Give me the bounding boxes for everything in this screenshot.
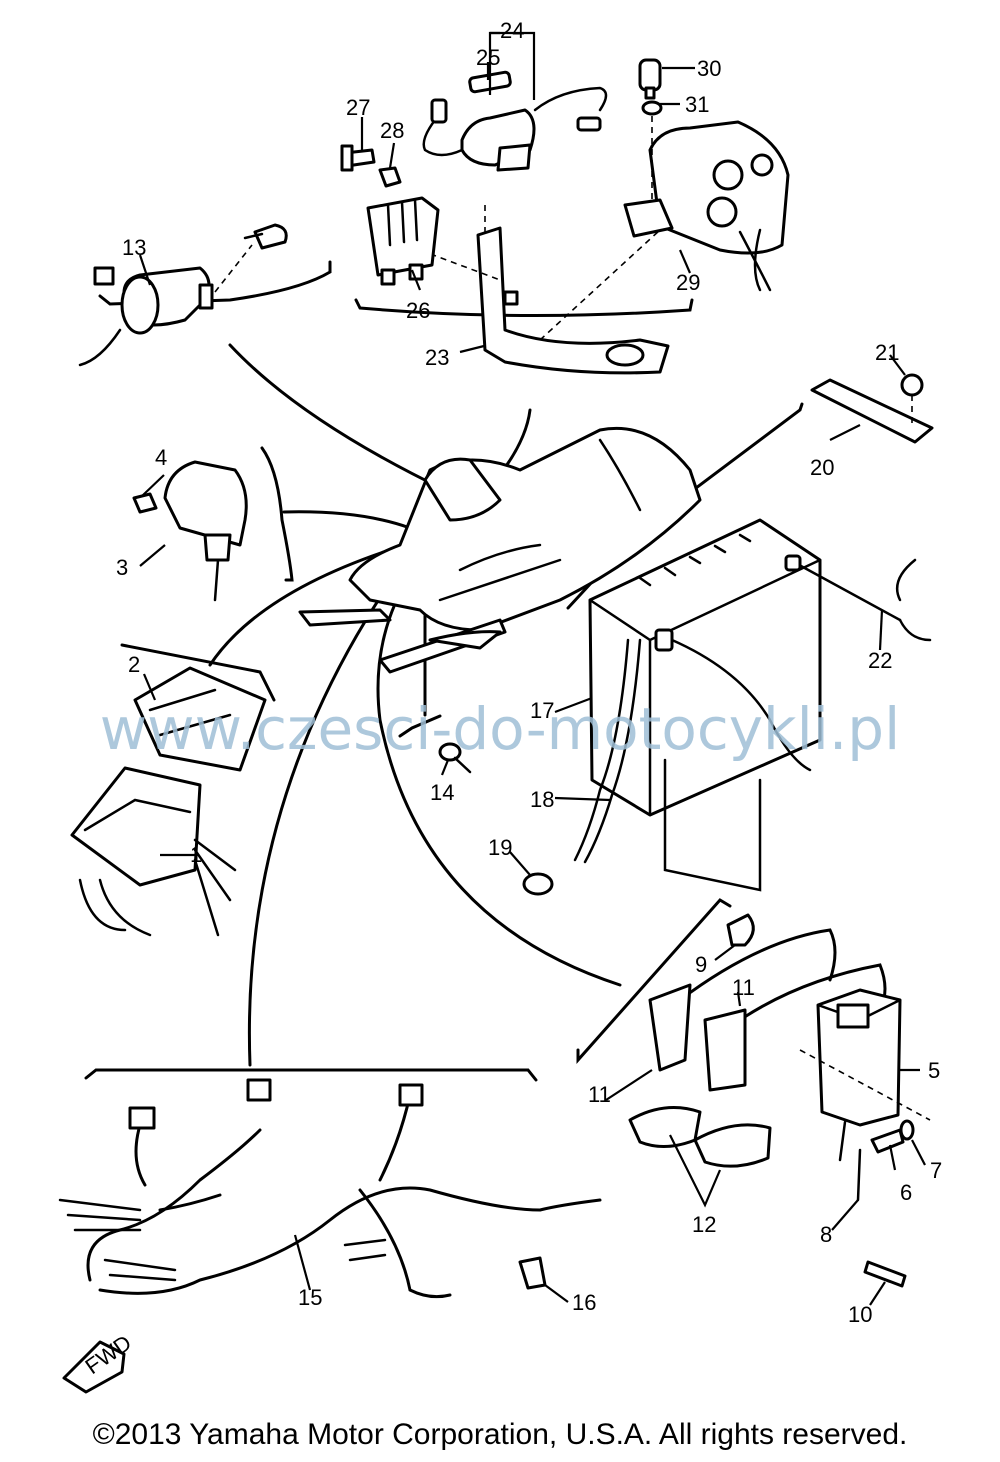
callout-numbers: 1 2 3 4 5 6 7 8 9 10 11 11 12 13 14 15 1… bbox=[116, 18, 942, 1327]
part-fuse-holder bbox=[422, 70, 608, 172]
callout-31: 31 bbox=[685, 92, 709, 117]
callout-2: 2 bbox=[128, 652, 140, 677]
callout-8: 8 bbox=[820, 1222, 832, 1247]
callout-30: 30 bbox=[697, 56, 721, 81]
callout-14: 14 bbox=[430, 780, 454, 805]
copyright-notice: ©2013 Yamaha Motor Corporation, U.S.A. A… bbox=[92, 1418, 908, 1451]
callout-7: 7 bbox=[930, 1158, 942, 1183]
part-starter-relay bbox=[623, 58, 790, 292]
part-battery bbox=[522, 518, 932, 896]
callout-17: 17 bbox=[530, 698, 554, 723]
watermark: www.czesci-do-motocykli.pl bbox=[99, 695, 901, 763]
callout-21: 21 bbox=[875, 340, 899, 365]
part-rectifier bbox=[366, 196, 440, 286]
callout-16: 16 bbox=[572, 1290, 596, 1315]
part-main-switch bbox=[78, 223, 288, 367]
callout-25: 25 bbox=[476, 45, 500, 70]
part-bolt-27-28 bbox=[340, 144, 402, 188]
callout-11b: 11 bbox=[588, 1082, 611, 1107]
callout-4: 4 bbox=[155, 445, 167, 470]
part-electrical-bracket bbox=[419, 205, 670, 375]
callout-10: 10 bbox=[848, 1302, 872, 1327]
callout-28: 28 bbox=[380, 118, 404, 143]
part-plug-caps bbox=[628, 913, 887, 1168]
fwd-arrow: FWD bbox=[62, 1330, 136, 1394]
callout-5: 5 bbox=[928, 1058, 940, 1083]
part-wire-harness bbox=[58, 1078, 602, 1299]
callout-11a: 11 bbox=[732, 975, 755, 1000]
callout-18: 18 bbox=[530, 787, 554, 812]
callout-29: 29 bbox=[676, 270, 700, 295]
callout-15: 15 bbox=[298, 1285, 322, 1310]
callout-19: 19 bbox=[488, 835, 512, 860]
callout-3: 3 bbox=[116, 555, 128, 580]
part-regulator bbox=[132, 460, 248, 602]
callout-24: 24 bbox=[500, 18, 524, 43]
snowmobile bbox=[298, 426, 702, 674]
callout-12: 12 bbox=[692, 1212, 716, 1237]
callout-22: 22 bbox=[868, 648, 892, 673]
part-battery-band bbox=[810, 373, 934, 444]
callout-23: 23 bbox=[425, 345, 449, 370]
part-clip-14 bbox=[438, 742, 472, 774]
callout-20: 20 bbox=[810, 455, 834, 480]
part-ignition-coil bbox=[799, 988, 931, 1202]
callout-6: 6 bbox=[900, 1180, 912, 1205]
callout-13: 13 bbox=[122, 235, 146, 260]
callout-9: 9 bbox=[695, 952, 707, 977]
callout-27: 27 bbox=[346, 95, 370, 120]
callout-1: 1 bbox=[190, 842, 202, 867]
part-bolt-10 bbox=[863, 1260, 907, 1288]
callout-26: 26 bbox=[406, 298, 430, 323]
leader-lines bbox=[138, 31, 926, 1306]
